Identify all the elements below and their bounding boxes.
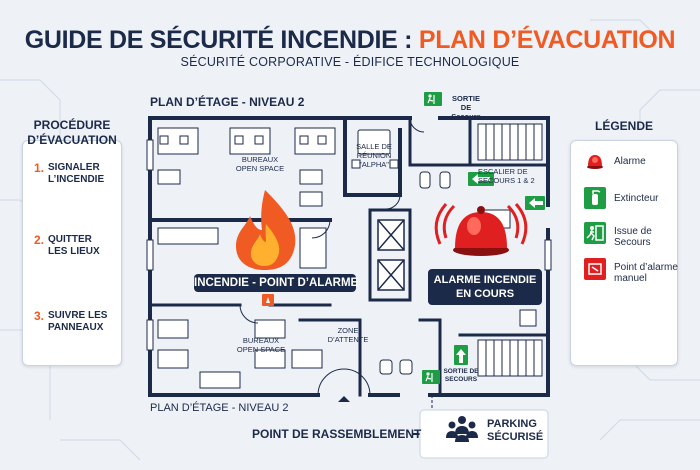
- step-line-1: QUITTER: [48, 234, 92, 245]
- legend-label-line-1: Issue de: [614, 226, 652, 237]
- legend-heading: LÉGENDE: [594, 119, 653, 133]
- step-line-1: SUIVRE LES: [48, 310, 108, 321]
- stairs-label: ESCALIER DE SECOURS 1 & 2: [478, 167, 544, 185]
- alarm-banner-line-1: ALARME INCENDIE: [433, 274, 537, 286]
- step-number: 3.: [34, 309, 45, 323]
- fire-icon: [236, 190, 296, 270]
- legend-panel: [570, 140, 678, 366]
- page-subtitle: SÉCURITÉ CORPORATIVE - ÉDIFICE TECHNOLOG…: [180, 55, 520, 69]
- exit-bottom-label: SORTIE DE SECOURS: [440, 368, 482, 384]
- step-line-2: PANNEAUX: [48, 322, 104, 333]
- legend-label-line-1: Extincteur: [614, 193, 659, 204]
- office-top-line-1: BUREAUX: [241, 155, 279, 164]
- floor-label-top: PLAN D’ÉTAGE - NIVEAU 2: [150, 95, 305, 109]
- step-number: 2.: [34, 233, 45, 247]
- fire-point-banner: INCENDIE - POINT D’ALARME: [194, 274, 358, 292]
- parking-label: PARKING SÉCURISÉ: [487, 418, 543, 444]
- legend-label-line-1: Alarme: [614, 156, 646, 167]
- page-title: GUIDE DE SÉCURITÉ INCENDIE : PLAN D’ÉVAC…: [0, 26, 700, 55]
- legend-label: Extincteur: [614, 193, 682, 204]
- alarm-bell-icon: [587, 155, 603, 169]
- parking-line-1: PARKING: [487, 418, 537, 430]
- assembly-point-label: POINT DE RASSEMBLEMENT: [252, 427, 422, 441]
- exit-top-line-1: SORTIE DE: [452, 94, 480, 112]
- title-part-1: GUIDE DE SÉCURITÉ INCENDIE :: [24, 26, 413, 54]
- stairs-line-2: SECOURS 1 & 2: [478, 176, 535, 185]
- step-number: 1.: [34, 161, 45, 175]
- emergency-exit-icon: [584, 222, 606, 244]
- step-line-2: LES LIEUX: [48, 246, 100, 257]
- waiting-zone-line-1: ZONE: [337, 326, 359, 335]
- procedure-heading-line-2: D’ÉVACUATION: [27, 133, 117, 147]
- step-line-2: L’INCENDIE: [48, 174, 105, 185]
- office-top-label: BUREAUX OPEN SPACE: [222, 155, 298, 173]
- meeting-room-label: SALLE DE RÉUNION "ALPHA": [348, 142, 400, 169]
- parking-line-2: SÉCURISÉ: [487, 431, 544, 443]
- legend-label-line-1: Point d’alarme: [614, 262, 678, 273]
- procedure-heading: PROCÉDURE D’ÉVACUATION: [22, 118, 122, 148]
- floor-label-bottom: PLAN D’ÉTAGE - NIVEAU 2: [150, 402, 289, 414]
- office-top-line-2: OPEN SPACE: [235, 164, 285, 173]
- legend-item-alarm: Alarme: [584, 150, 684, 180]
- manual-call-point-icon: [584, 258, 606, 280]
- extinguisher-icon: [584, 187, 606, 209]
- meeting-room-line-1: SALLE DE: [356, 142, 392, 151]
- alarm-banner-line-2: EN COURS: [455, 288, 515, 300]
- waiting-zone-label: ZONE D’ATTENTE: [322, 326, 374, 344]
- stairs-line-1: ESCALIER DE: [478, 167, 528, 176]
- exit-bottom-line-2: SECOURS: [444, 376, 478, 383]
- exit-top-line-2: Secours: [451, 112, 481, 121]
- meeting-room-line-3: "ALPHA": [359, 160, 389, 169]
- office-bottom-label: BUREAUX OPEN SPACE: [224, 336, 298, 354]
- legend-label-line-2: manuel: [614, 273, 647, 284]
- office-bottom-line-1: BUREAUX: [242, 336, 280, 345]
- waiting-zone-line-2: D’ATTENTE: [327, 335, 369, 344]
- alarm-banner: ALARME INCENDIE EN COURS: [428, 269, 542, 305]
- legend-label: Alarme: [614, 156, 682, 167]
- exit-bottom-line-1: SORTIE DE: [443, 368, 479, 375]
- legend-item-extinguisher: Extincteur: [584, 187, 684, 217]
- legend-label-line-2: Secours: [614, 237, 651, 248]
- meeting-room-line-2: RÉUNION: [356, 151, 392, 160]
- alarm-bell-icon: [434, 203, 528, 256]
- title-part-2: PLAN D’ÉVACUATION: [418, 26, 676, 54]
- procedure-panel: [22, 140, 122, 366]
- procedure-heading-line-1: PROCÉDURE: [33, 118, 111, 132]
- step-line-1: SIGNALER: [48, 162, 100, 173]
- office-bottom-line-2: OPEN SPACE: [236, 345, 286, 354]
- exit-top-label: SORTIE DE Secours: [446, 94, 486, 121]
- people-group-icon: [446, 416, 478, 442]
- entrance-marker: [338, 396, 350, 402]
